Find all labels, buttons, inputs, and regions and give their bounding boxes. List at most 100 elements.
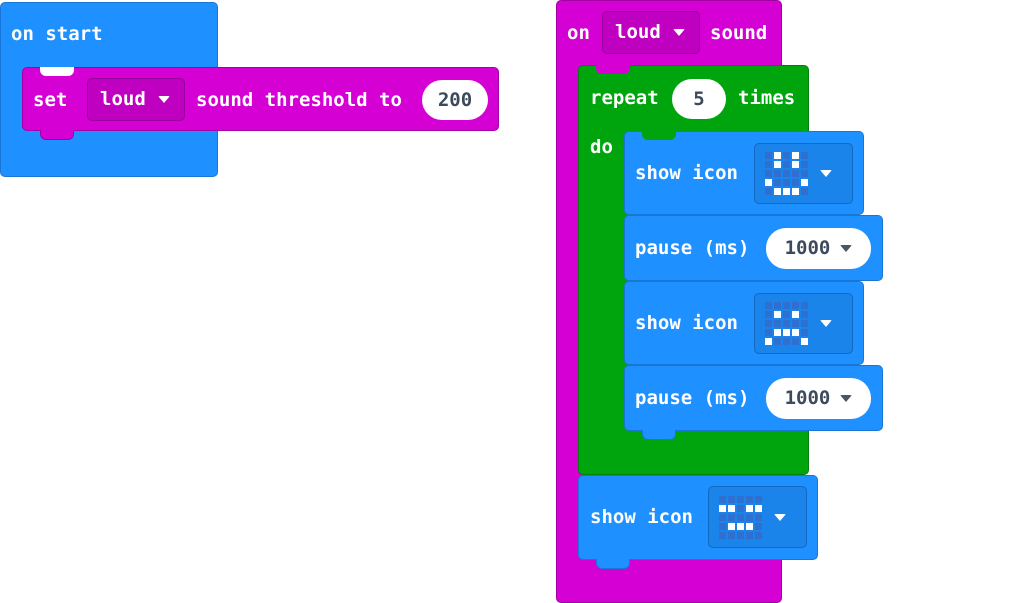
- repeat-label: repeat: [590, 87, 659, 109]
- led-off: [774, 170, 781, 177]
- led-on: [783, 329, 790, 336]
- chevron-down-icon: [672, 29, 685, 36]
- led-off: [774, 302, 781, 309]
- on-sound-level-value: loud: [615, 21, 661, 43]
- led-off: [765, 329, 772, 336]
- led-off: [792, 338, 799, 345]
- times-label: times: [738, 87, 796, 109]
- led-on: [792, 329, 799, 336]
- threshold-input[interactable]: 200: [422, 80, 488, 120]
- led-icon: [719, 495, 762, 539]
- led-off: [783, 152, 790, 159]
- do-label: do: [590, 136, 613, 158]
- led-off: [765, 320, 772, 327]
- led-off: [728, 495, 735, 503]
- led-on: [765, 179, 772, 186]
- on-label: on: [567, 22, 590, 44]
- led-off: [737, 495, 744, 503]
- icon-dropdown[interactable]: [708, 486, 807, 548]
- led-off: [719, 531, 726, 539]
- led-off: [765, 311, 772, 318]
- led-on: [746, 504, 753, 512]
- led-off: [783, 302, 790, 309]
- pause-label: pause (ms): [635, 237, 750, 259]
- icon-dropdown[interactable]: [754, 143, 853, 204]
- led-on: [774, 329, 781, 336]
- led-off: [783, 338, 790, 345]
- chevron-down-icon: [157, 96, 170, 103]
- led-off: [765, 152, 772, 159]
- led-on: [801, 179, 808, 186]
- led-on: [719, 504, 726, 512]
- led-off: [801, 161, 808, 168]
- led-on: [801, 338, 808, 345]
- led-on: [792, 188, 799, 195]
- threshold-value: 200: [437, 88, 473, 111]
- led-off: [765, 161, 772, 168]
- led-off: [801, 170, 808, 177]
- block-tab: [596, 559, 630, 569]
- led-on: [755, 504, 762, 512]
- led-off: [801, 320, 808, 327]
- led-off: [792, 170, 799, 177]
- block-notch: [642, 131, 676, 140]
- led-off: [765, 170, 772, 177]
- block-tab: [40, 130, 74, 140]
- led-off: [801, 302, 808, 309]
- repeat-count-input[interactable]: 5: [672, 79, 726, 119]
- led-off: [755, 522, 762, 530]
- led-off: [746, 531, 753, 539]
- led-off: [801, 152, 808, 159]
- led-off: [801, 311, 808, 318]
- led-off: [737, 513, 744, 521]
- led-icon: [765, 152, 808, 195]
- led-on: [737, 522, 744, 530]
- led-on: [792, 152, 799, 159]
- led-on: [792, 161, 799, 168]
- chevron-down-icon: [820, 170, 832, 177]
- chevron-down-icon: [774, 513, 786, 521]
- set-label: set: [33, 89, 68, 111]
- led-off: [728, 531, 735, 539]
- led-off: [792, 320, 799, 327]
- show-icon-label: show icon: [590, 506, 693, 528]
- led-off: [737, 531, 744, 539]
- led-on: [792, 311, 799, 318]
- pause-duration-dropdown[interactable]: 1000: [766, 228, 871, 269]
- led-off: [719, 513, 726, 521]
- led-off: [792, 179, 799, 186]
- led-on: [774, 188, 781, 195]
- led-off: [746, 495, 753, 503]
- block-notch: [596, 65, 630, 74]
- led-off: [774, 338, 781, 345]
- led-off: [755, 495, 762, 503]
- block-tab: [642, 430, 676, 440]
- led-off: [783, 179, 790, 186]
- chevron-down-icon: [820, 320, 832, 327]
- led-off: [792, 302, 799, 309]
- led-off: [719, 495, 726, 503]
- led-off: [801, 188, 808, 195]
- pause-duration-dropdown[interactable]: 1000: [766, 378, 871, 419]
- chevron-down-icon: [840, 395, 853, 402]
- led-off: [783, 311, 790, 318]
- led-off: [755, 513, 762, 521]
- led-on: [783, 188, 790, 195]
- pause-duration-value: 1000: [784, 237, 831, 259]
- repeat-count-value: 5: [693, 87, 705, 110]
- led-off: [765, 302, 772, 309]
- led-on: [728, 504, 735, 512]
- led-off: [774, 179, 781, 186]
- led-on: [728, 522, 735, 530]
- sound-level-dropdown[interactable]: loud: [87, 78, 185, 121]
- pause-label: pause (ms): [635, 387, 750, 409]
- show-icon-label: show icon: [635, 162, 738, 184]
- on-start-label: on start: [11, 23, 103, 45]
- sound-threshold-label: sound threshold to: [196, 89, 402, 111]
- on-sound-level-dropdown[interactable]: loud: [602, 11, 700, 54]
- sound-level-value: loud: [100, 88, 146, 110]
- led-off: [737, 504, 744, 512]
- led-on: [774, 161, 781, 168]
- led-off: [774, 320, 781, 327]
- icon-dropdown[interactable]: [754, 293, 853, 354]
